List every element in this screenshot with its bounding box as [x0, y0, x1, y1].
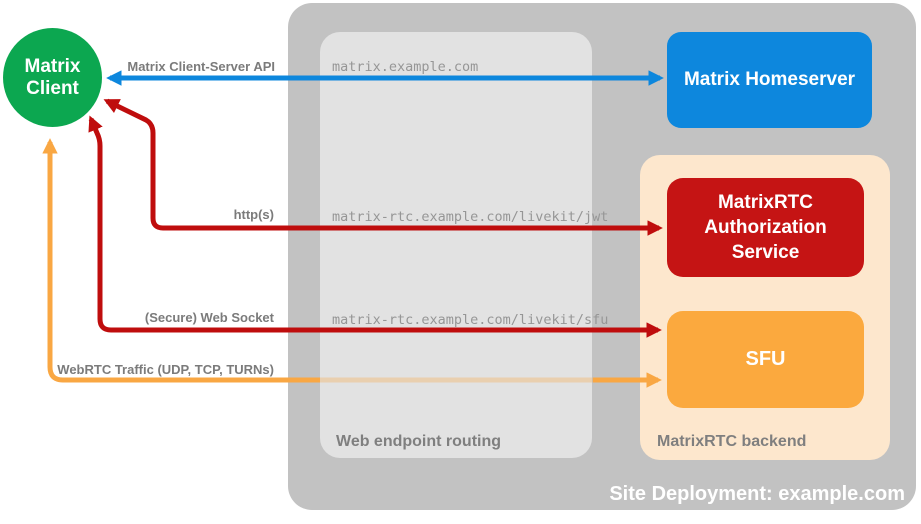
webrtc-arrow-left-segment [42, 138, 320, 383]
endpoint-matrix-url: matrix.example.com [332, 59, 479, 75]
matrix-client-label: Matrix Client [24, 55, 81, 99]
matrixrtc-backend-label: MatrixRTC backend [657, 433, 807, 450]
matrix-homeserver-label: Matrix Homeserver [683, 69, 856, 90]
http-arrow-label: http(s) [233, 207, 274, 222]
webrtc-arrow-label: WebRTC Traffic (UDP, TCP, TURNs) [57, 362, 274, 377]
site-deployment-label: Site Deployment: example.com [609, 483, 905, 505]
matrix-homeserver-node: Matrix Homeserver [667, 32, 872, 128]
sfu-label: SFU [745, 348, 786, 370]
web-endpoint-routing-container [320, 32, 592, 458]
matrixrtc-auth-service-node: MatrixRTC Authorization Service [667, 178, 864, 277]
endpoint-livekit-sfu-url: matrix-rtc.example.com/livekit/sfu [332, 312, 609, 328]
websocket-arrow-label: (Secure) Web Socket [144, 310, 274, 325]
sfu-node: SFU [667, 311, 864, 408]
web-endpoint-routing-label: Web endpoint routing [336, 433, 502, 450]
client-server-api-arrow-label: Matrix Client-Server API [127, 59, 275, 74]
matrix-client-node: Matrix Client [3, 28, 102, 127]
endpoint-livekit-jwt-url: matrix-rtc.example.com/livekit/jwt [332, 209, 609, 225]
matrixrtc-auth-service-label: MatrixRTC Authorization Service [704, 192, 827, 263]
